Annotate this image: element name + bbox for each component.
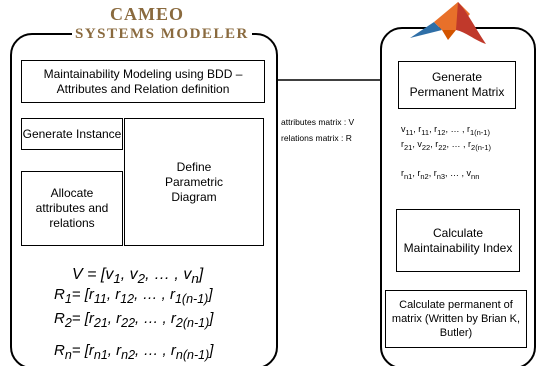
- calc-permanent-box: Calculate permanent of matrix (Written b…: [385, 290, 527, 348]
- attributes-matrix-label: attributes matrix : V: [281, 117, 355, 127]
- allocate-label: Allocate attributes and relations: [35, 186, 109, 230]
- matrix-row-1: v11, r11, r12, … , r1(n-1): [401, 124, 490, 137]
- generate-instance-box: Generate Instance: [21, 118, 123, 150]
- allocate-box: Allocate attributes and relations: [21, 171, 123, 246]
- bdd-modeling-label: Maintainability Modeling using BDD – Att…: [43, 66, 243, 96]
- calc-index-label: Calculate Maintainability Index: [403, 225, 513, 255]
- relations-matrix-label: relations matrix : R: [281, 133, 352, 143]
- systems-modeler-logo-text: SYSTEMS MODELER: [72, 26, 252, 43]
- calc-index-box: Calculate Maintainability Index: [396, 209, 520, 272]
- generate-permanent-label: Generate Permanent Matrix: [409, 70, 505, 99]
- formula-v: V = [v1, v2, … , vn]: [72, 266, 204, 287]
- cameo-logo-text: CAMEO: [110, 4, 184, 24]
- formula-r1: R1= [r11, r12, … , r1(n-1)]: [54, 286, 213, 306]
- define-parametric-box: Define Parametric Diagram: [124, 118, 264, 246]
- generate-instance-label: Generate Instance: [22, 126, 122, 141]
- matrix-row-2: r21, v22, r22, … , r2(n-1): [401, 139, 492, 152]
- matlab-logo-icon: [410, 2, 486, 44]
- arrow-define-to-permanent: [263, 75, 398, 182]
- calc-permanent-label: Calculate permanent of matrix (Written b…: [391, 299, 521, 339]
- bdd-modeling-box: Maintainability Modeling using BDD – Att…: [21, 60, 265, 103]
- matrix-row-3: rn1, rn2, rn3, … , vnn: [401, 168, 480, 181]
- define-parametric-label: Define Parametric Diagram: [164, 159, 223, 204]
- generate-permanent-box: Generate Permanent Matrix: [398, 61, 516, 109]
- formula-r2: R2= [r21, r22, … , r2(n-1)]: [54, 310, 214, 330]
- formula-rn: Rn= [rn1, rn2, … , rn(n-1)]: [54, 342, 214, 362]
